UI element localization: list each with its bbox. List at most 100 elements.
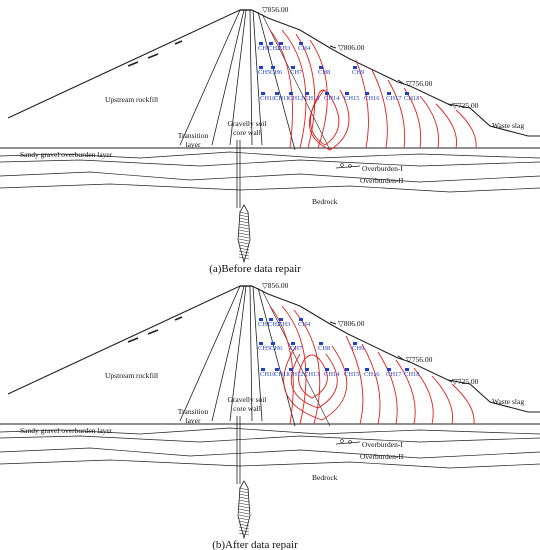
grout-hatch [238, 520, 250, 524]
contour-line [431, 375, 454, 425]
sensor-ch11: CH11 [274, 368, 289, 378]
sensor-marker-icon [269, 318, 273, 321]
core-downstream-boundary [249, 9, 253, 146]
label-sandy-gravel: Sandy gravel overburden layer [20, 150, 113, 159]
sensor-ch6: CH6 [270, 66, 283, 76]
contour-line [309, 89, 350, 151]
label-overburden-i: Overburden-I [362, 440, 403, 449]
sensor-label: CH18 [404, 371, 420, 378]
sensor-ch11: CH11 [274, 92, 289, 102]
berm-725 [447, 103, 453, 107]
sensor-marker-icon [275, 92, 279, 95]
grout-hatch [238, 511, 250, 515]
grout-hatch [238, 238, 250, 242]
sensor-label: CH15 [344, 95, 360, 102]
sensor-label: CH5 [258, 69, 270, 76]
berm-725 [447, 379, 453, 383]
sensor-marker-icon [261, 92, 265, 95]
grout-hatch [238, 523, 250, 527]
sensor-ch8: CH8 [318, 342, 330, 352]
label-core: Gravelly soil [228, 395, 267, 404]
overburden-ii-bottom [0, 459, 540, 469]
sensor-ch2: CH2 [268, 318, 280, 328]
contour-line [290, 353, 338, 409]
sensor-marker-icon [365, 368, 369, 371]
sensor-marker-icon [345, 368, 349, 371]
core-upstream-boundary [211, 285, 245, 422]
berm-756 [397, 355, 405, 361]
sensor-ch8: CH8 [318, 66, 330, 76]
sensor-label: CH6 [270, 345, 283, 352]
sensor-ch3: CH3 [278, 42, 290, 52]
contour-line [345, 335, 364, 425]
sensor-ch10: CH10 [260, 368, 276, 378]
grout-hatch [238, 256, 250, 260]
sensor-marker-icon [271, 342, 275, 345]
contour-line [283, 345, 348, 421]
contour-line [361, 343, 381, 425]
sensor-marker-icon [405, 368, 409, 371]
sensor-marker-icon [305, 92, 309, 95]
contour-lines [269, 305, 475, 425]
core-upstream-boundary [211, 9, 245, 146]
grout-hatch [238, 502, 250, 506]
contour-line [413, 367, 434, 425]
upstream-berm [174, 316, 183, 321]
contour-line [371, 69, 388, 149]
grout-hatch [238, 253, 250, 257]
grout-hatch [238, 508, 250, 512]
sensor-marker-icon [289, 368, 293, 371]
transition-downstream-boundary [257, 11, 296, 151]
label-overburden-ii: Overburden-II [360, 176, 404, 185]
grout-hatch [238, 493, 250, 497]
sensor-ch16: CH16 [364, 92, 380, 102]
transition-upstream-boundary [179, 9, 241, 146]
sensor-ch17: CH17 [386, 92, 402, 102]
sensor-marker-icon [299, 42, 303, 45]
sensor-marker-icon [291, 342, 295, 345]
survey-point-icon [348, 440, 352, 444]
label-waste-slag: Waste slag [492, 397, 524, 406]
sensor-ch9: CH9 [352, 342, 364, 352]
sensor-marker-icon [325, 92, 329, 95]
contour-line [435, 103, 458, 149]
contour-line [281, 29, 307, 149]
label-core: Gravelly soil [228, 119, 267, 128]
grout-hatch [238, 223, 250, 227]
sensor-ch18: CH18 [404, 368, 420, 378]
sensor-label: CH4 [298, 321, 311, 328]
contour-line [387, 79, 406, 149]
sensor-label: CH13 [304, 371, 320, 378]
sensor-label: CH8 [318, 345, 330, 352]
label-bedrock: Bedrock [312, 197, 338, 206]
contour-line [281, 305, 307, 425]
grout-hatch [238, 247, 250, 251]
sensor-label: CH4 [298, 45, 311, 52]
sensor-ch13: CH13 [304, 92, 320, 102]
sensor-ch14: CH14 [324, 368, 340, 378]
sensor-ch1: CH1 [258, 42, 270, 52]
label-core: core wall [233, 404, 261, 413]
elevation-856: ▽856.00 [262, 281, 289, 290]
overburden-i-top [0, 435, 540, 443]
sensor-marker-icon [261, 368, 265, 371]
sensor-marker-icon [305, 368, 309, 371]
sensor-ch13: CH13 [304, 368, 320, 378]
contour-line [298, 354, 328, 399]
elevation-806: ▽806.00 [338, 319, 365, 328]
grout-hatch [238, 220, 250, 224]
sensor-marker-icon [275, 368, 279, 371]
label-transition: Transition [178, 407, 209, 416]
sensor-label: CH2 [268, 45, 280, 52]
sensor-marker-icon [271, 66, 275, 69]
sensor-marker-icon [365, 92, 369, 95]
sensor-label: CH17 [386, 95, 402, 102]
contour-line [269, 305, 294, 425]
elevation-756: ▽756.00 [406, 355, 433, 364]
grout-hatch [238, 496, 250, 500]
sandy-layer-bottom [0, 427, 540, 435]
contour-line [310, 89, 340, 146]
sensor-ch3: CH3 [278, 318, 290, 328]
grout-hatch [238, 487, 250, 491]
sensor-marker-icon [279, 42, 283, 45]
